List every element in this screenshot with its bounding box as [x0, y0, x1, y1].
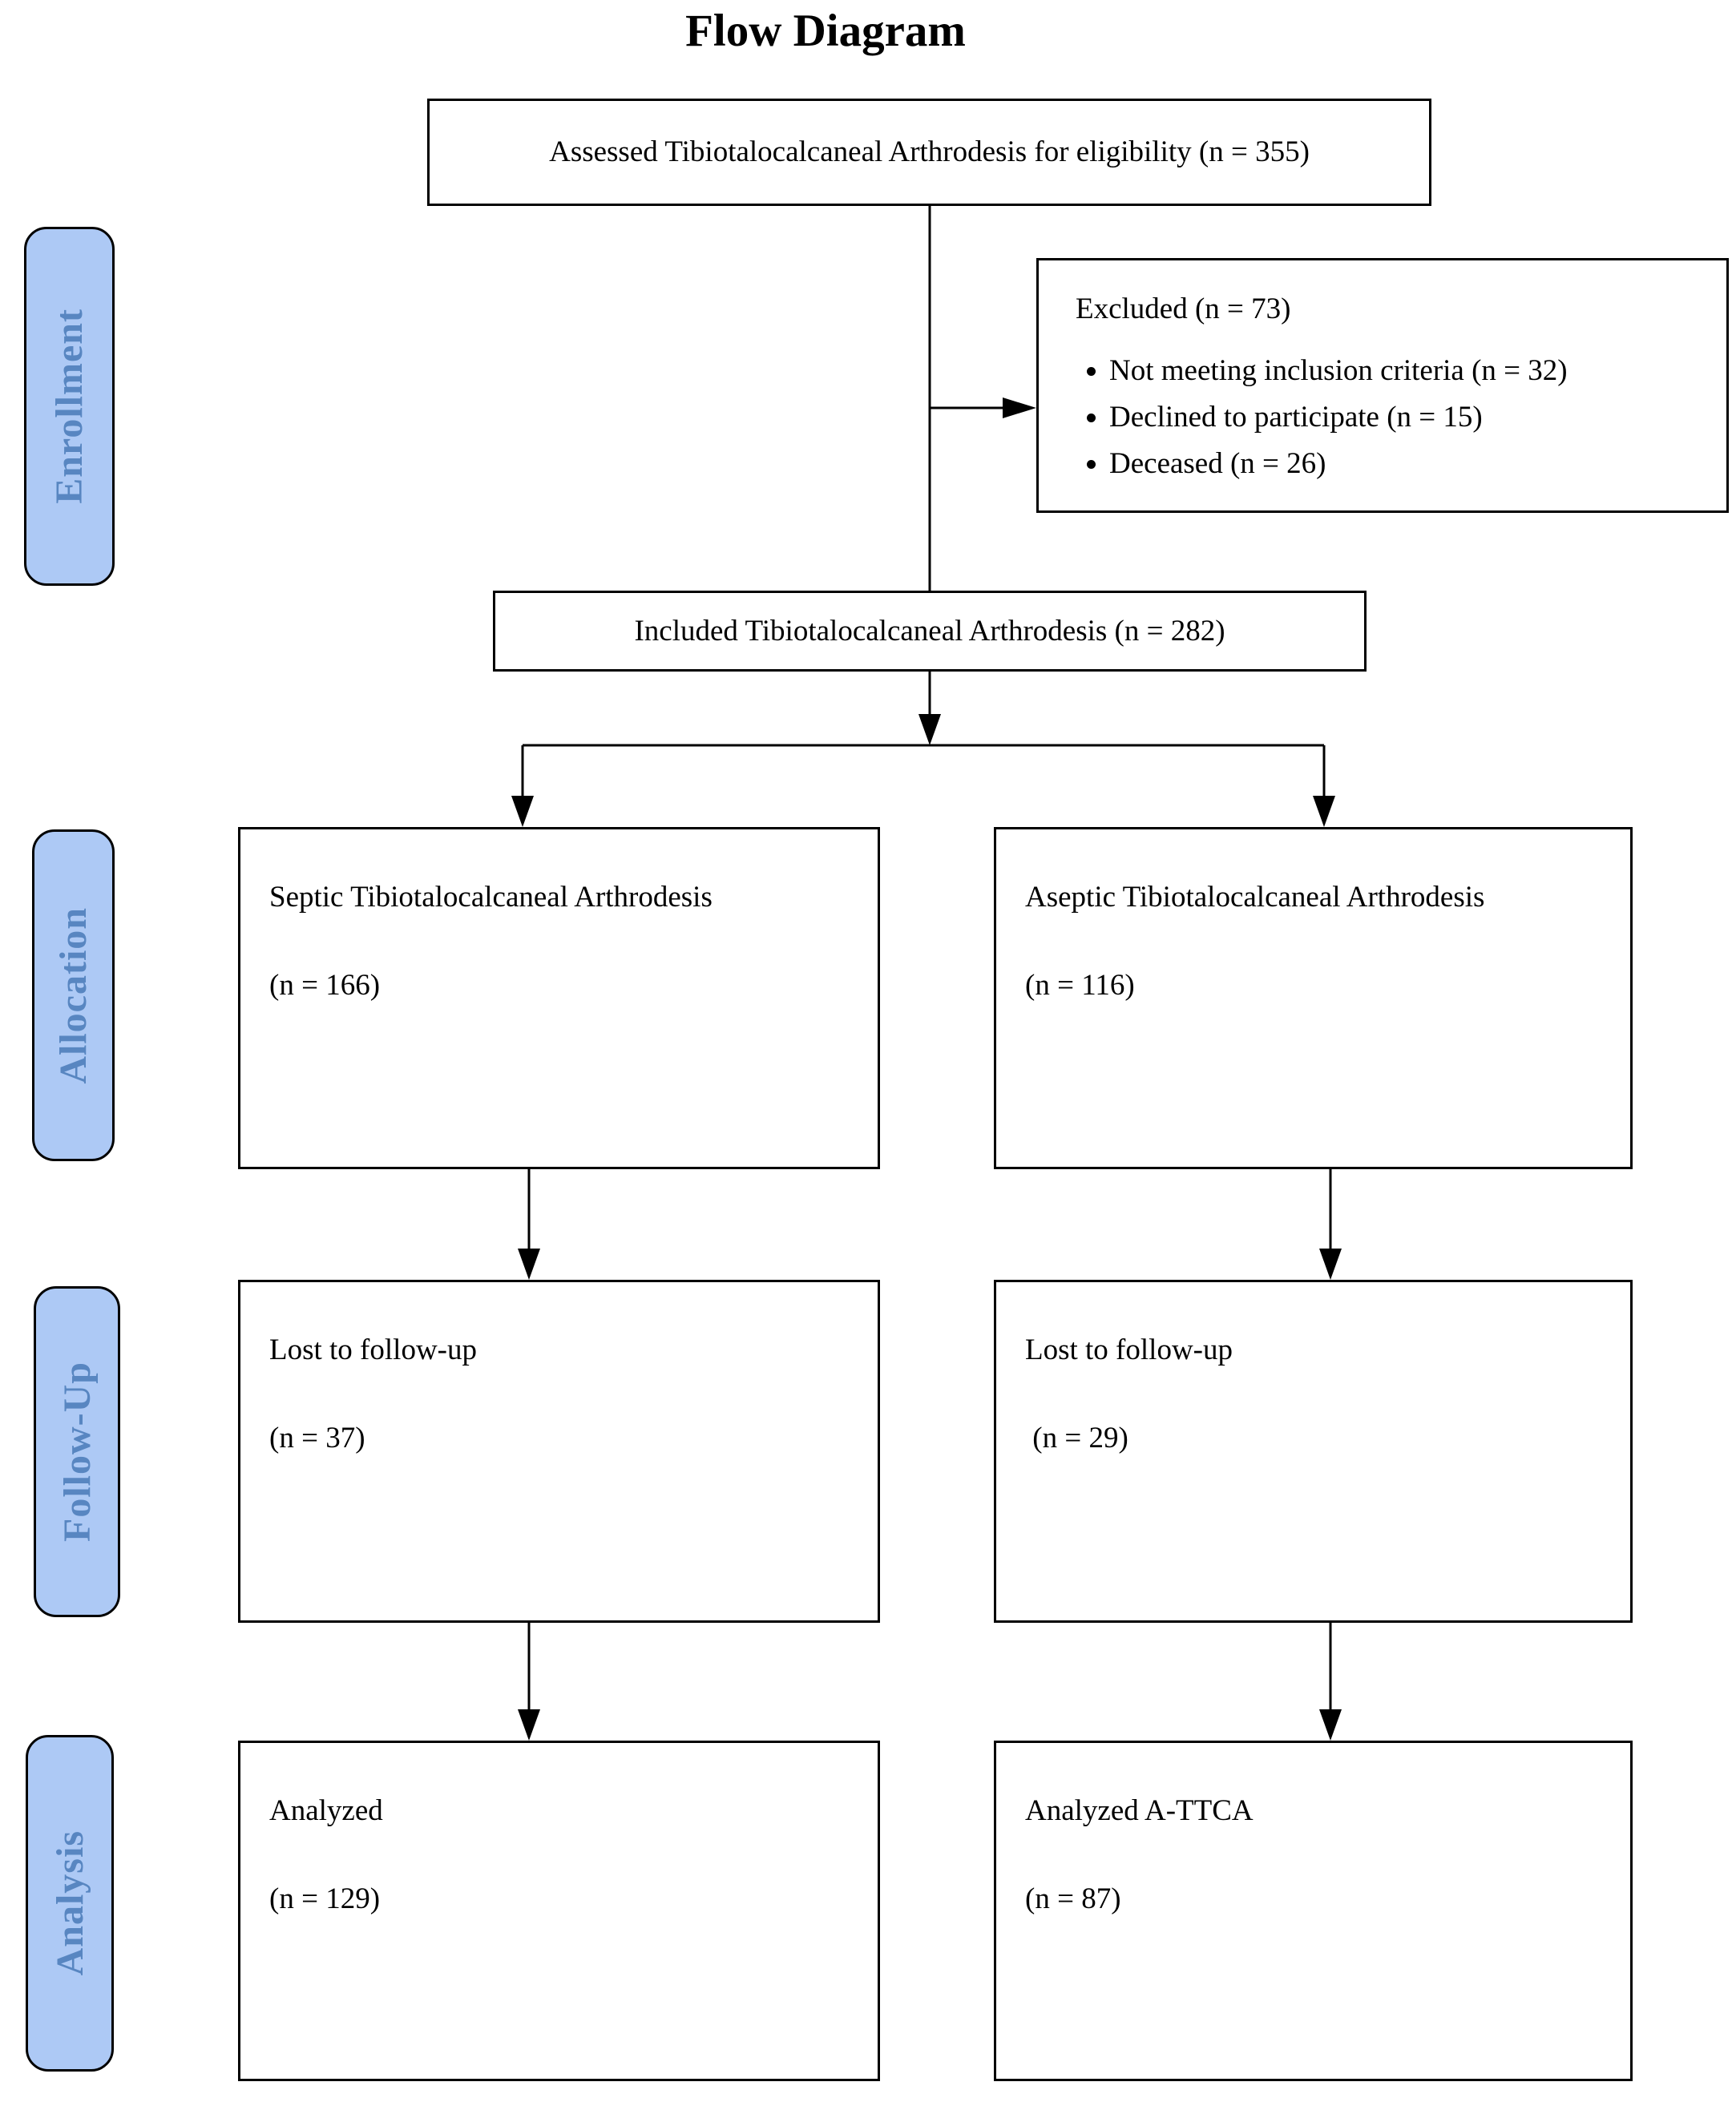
box-assessed-text: Assessed Tibiotalocalcaneal Arthrodesis … [549, 135, 1310, 168]
arrowhead-split-junction [918, 714, 941, 745]
stage-label-followup-text: Follow-Up [55, 1362, 99, 1542]
box-excluded: Excluded (n = 73) Not meeting inclusion … [1036, 258, 1729, 513]
arrowhead-excluded [1003, 397, 1036, 418]
arrowhead-aseptic [1313, 796, 1335, 827]
arrowhead-analyzed-right [1319, 1709, 1342, 1741]
box-analyzed-septic-title: Analyzed [269, 1794, 383, 1827]
box-septic-title: Septic Tibiotalocalcaneal Arthrodesis [269, 881, 713, 914]
box-aseptic-title: Aseptic Tibiotalocalcaneal Arthrodesis [1025, 881, 1485, 914]
stage-label-enrollment: Enrollment [24, 227, 115, 586]
arrowhead-analyzed-left [518, 1709, 540, 1741]
box-included-text: Included Tibiotalocalcaneal Arthrodesis … [634, 614, 1225, 648]
box-included: Included Tibiotalocalcaneal Arthrodesis … [493, 591, 1367, 672]
box-aseptic-allocation: Aseptic Tibiotalocalcaneal Arthrodesis (… [994, 827, 1633, 1169]
stage-label-allocation-text: Allocation [52, 906, 95, 1084]
box-aseptic-count: (n = 116) [1025, 969, 1135, 1002]
box-lost-aseptic-title: Lost to follow-up [1025, 1333, 1233, 1366]
box-lost-followup-aseptic: Lost to follow-up (n = 29) [994, 1280, 1633, 1623]
box-lost-septic-count: (n = 37) [269, 1422, 365, 1454]
stage-label-analysis-text: Analysis [48, 1830, 91, 1976]
box-assessed: Assessed Tibiotalocalcaneal Arthrodesis … [427, 99, 1431, 206]
stage-label-followup: Follow-Up [34, 1286, 120, 1617]
arrowhead-septic [511, 796, 534, 827]
stage-label-allocation: Allocation [32, 829, 115, 1161]
box-analyzed-aseptic-title: Analyzed A-TTCA [1025, 1794, 1254, 1827]
page-title: Flow Diagram [685, 6, 966, 56]
box-analyzed-aseptic: Analyzed A-TTCA (n = 87) [994, 1741, 1633, 2081]
stage-label-enrollment-text: Enrollment [48, 309, 91, 504]
box-septic-allocation: Septic Tibiotalocalcaneal Arthrodesis (n… [238, 827, 880, 1169]
excluded-reason-list: Not meeting inclusion criteria (n = 32) … [1076, 353, 1710, 482]
box-lost-septic-title: Lost to follow-up [269, 1333, 477, 1366]
box-excluded-title: Excluded (n = 73) [1076, 293, 1291, 325]
arrowhead-lost-right [1319, 1249, 1342, 1280]
box-analyzed-septic: Analyzed (n = 129) [238, 1741, 880, 2081]
box-analyzed-aseptic-count: (n = 87) [1025, 1882, 1121, 1915]
excluded-reason-item: Declined to participate (n = 15) [1109, 399, 1710, 436]
excluded-reason-item: Deceased (n = 26) [1109, 446, 1710, 482]
arrowhead-lost-left [518, 1249, 540, 1280]
box-lost-followup-septic: Lost to follow-up (n = 37) [238, 1280, 880, 1623]
box-lost-aseptic-count: (n = 29) [1025, 1422, 1128, 1454]
excluded-reason-item: Not meeting inclusion criteria (n = 32) [1109, 353, 1710, 389]
box-septic-count: (n = 166) [269, 969, 381, 1002]
stage-label-analysis: Analysis [26, 1735, 114, 2072]
box-analyzed-septic-count: (n = 129) [269, 1882, 381, 1915]
